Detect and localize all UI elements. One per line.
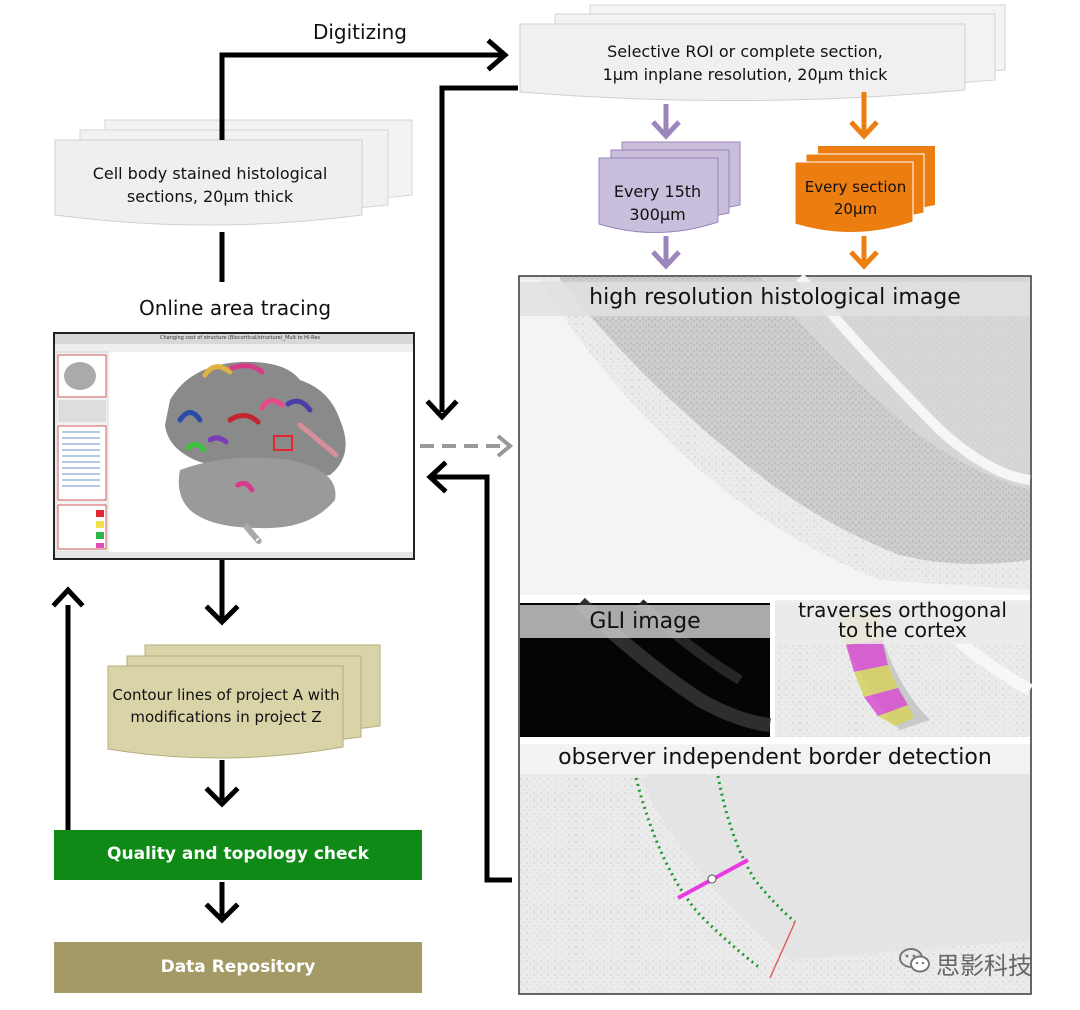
stained-line-2: sections, 20µm thick [126,187,294,206]
traverses-line-1: traverses orthogonal [798,598,1007,622]
online-tracing-label: Online area tracing [138,296,332,320]
every-section-line-2: 20µm [833,200,878,218]
stained-document-text: Cell body stained histological sections,… [60,162,360,208]
high-res-text: high resolution histological image [589,285,961,310]
wechat-icon [899,948,930,973]
every-15th-text: Every 15th 300µm [600,180,715,226]
orange-arrows [849,92,879,270]
every-15th-line-1: Every 15th [613,182,702,201]
traverses-line-2: to the cortex [838,618,967,642]
data-repository-box: Data Repository [54,942,422,993]
roi-line-1: Selective ROI or complete section, [607,42,883,61]
gli-text: GLI image [589,609,701,634]
contour-lines-stack [107,644,381,759]
observer-label: observer independent border detection [520,744,1030,774]
screenshot-title: Changing cost of structure (Biocortical/… [159,335,321,341]
quality-check-text: Quality and topology check [107,844,369,864]
high-res-label: high resolution histological image [520,282,1030,316]
data-repository-text: Data Repository [160,957,316,977]
stained-sections-stack [54,119,413,226]
every-15th-stack [598,141,741,233]
watermark-text: 思影科技 [936,952,1032,980]
every-section-text: Every section 20µm [798,176,913,220]
observer-border-image [520,745,1030,993]
every-15th-line-2: 300µm [629,205,686,224]
tracing-software-screenshot [53,332,415,560]
stained-line-1: Cell body stained histological [92,164,328,183]
connector-lines [65,52,518,916]
roi-line-2: 1µm inplane resolution, 20µm thick [602,65,888,84]
every-section-stack [794,146,935,233]
traverses-label: traverses orthogonal to the cortex [775,600,1030,644]
black-arrowheads [51,38,509,924]
digitizing-label: Digitizing [312,20,408,44]
purple-arrows [651,104,681,270]
roi-document-stack [519,4,1006,102]
every-section-line-1: Every section [804,178,907,196]
high-res-histology-image [520,273,1031,595]
contour-line-1: Contour lines of project A with [112,686,340,704]
roi-document-text: Selective ROI or complete section, 1µm i… [530,40,960,86]
observer-text: observer independent border detection [558,745,992,770]
quality-check-box: Quality and topology check [54,830,422,880]
contour-line-2: modifications in project Z [130,708,322,726]
gli-label: GLI image [520,605,770,638]
watermark: 思影科技 [898,944,1058,980]
contour-document-text: Contour lines of project A with modifica… [108,684,344,728]
